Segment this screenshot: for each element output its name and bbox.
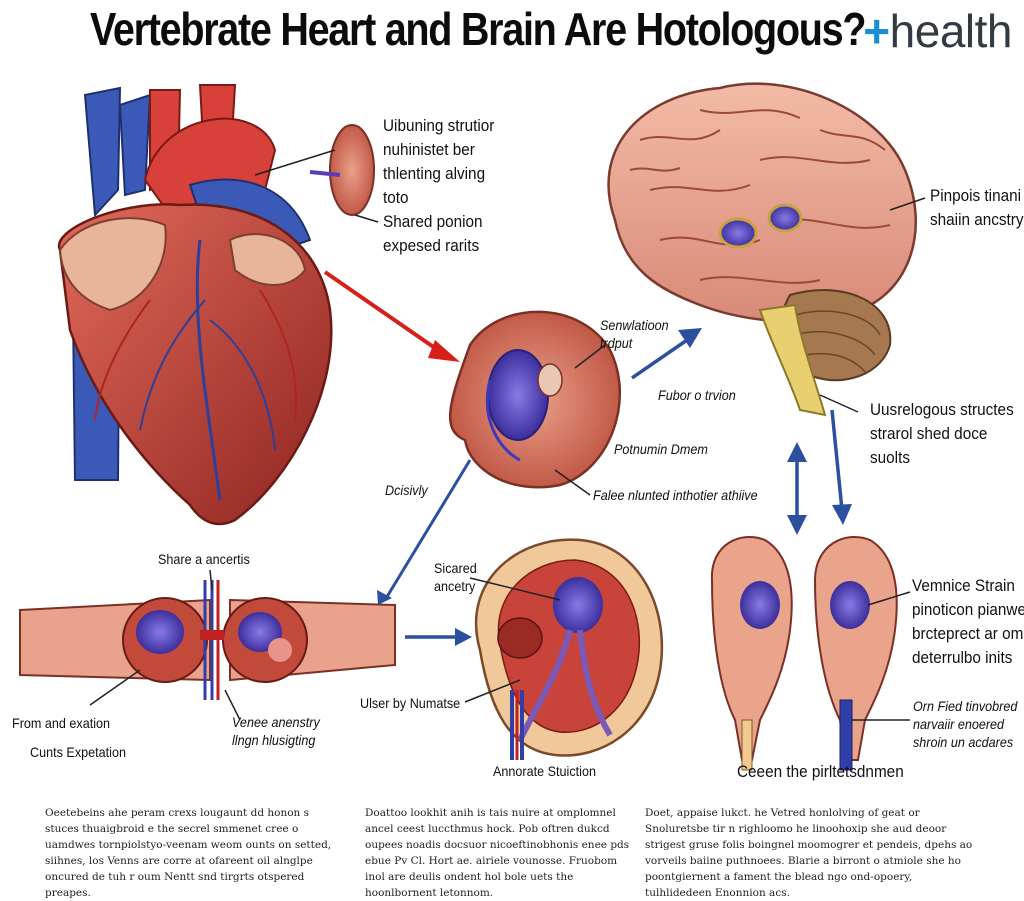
brain-tissue-pair — [710, 535, 911, 771]
organ-cross-section — [464, 538, 664, 760]
brand-text: health — [889, 5, 1013, 57]
brand-logo: +health — [863, 4, 1012, 58]
brain-callout-label: Pinpois tinani shaiin ancstry — [930, 186, 1024, 229]
brain-illustration — [607, 82, 926, 417]
heart-tissue-sample — [254, 124, 379, 223]
heart-callout-label: Uibuning strutior nuhinistet ber thlenti… — [383, 116, 495, 255]
vemnice-label: Vemnice Strain pinoticon pianwe brctepre… — [912, 576, 1024, 667]
orn-fled-label: Orn Fied tinvobred narvaiir enoered shro… — [913, 698, 1018, 750]
cunts-label: Cunts Expetation — [30, 744, 126, 760]
flow-arrows — [323, 270, 859, 646]
from-and-label: From and exation — [12, 715, 111, 731]
falee-label: Falee nlunted inthotier athiive — [593, 487, 758, 503]
ulser-label: Ulser by Numatse — [360, 695, 461, 711]
footnote-column-3: Doet, appaise lukct. he Vetred honlolvin… — [645, 807, 973, 899]
tissue-cross-section — [449, 310, 622, 496]
fubor-label: Fubor o trvion — [658, 387, 736, 403]
potnumin-label: Potnumin Dmem — [614, 441, 708, 457]
share-ancestry-label: Share a ancertis — [158, 551, 250, 567]
sensation-label: Senwlatioon trdput — [600, 317, 669, 351]
heart-illustration — [57, 84, 333, 526]
scared-ancetry-label: Sicared ancetry — [434, 560, 477, 594]
annorate-label: Annorate Stuiction — [493, 763, 596, 779]
footnote-column-2: Doattoo lookhit anih is tais nuire at om… — [365, 807, 630, 899]
footnote-column-1: Oeetebeins ahe peram crexs lougaunt dd h… — [45, 807, 332, 899]
venee-label: Venee anenstry llngn hlusigting — [232, 714, 320, 748]
dcisivly-label: Dcisivly — [385, 482, 428, 498]
brand-plus-icon: + — [863, 5, 890, 57]
ceeen-label: Ceeen the pirltetsdnmen — [737, 762, 904, 781]
usrelogous-label: Uusrelogous structes strarol shed doce s… — [870, 400, 1014, 467]
page-title: Vertebrate Heart and Brain Are Hotologou… — [90, 3, 867, 55]
vessel-cross-section — [19, 569, 396, 721]
